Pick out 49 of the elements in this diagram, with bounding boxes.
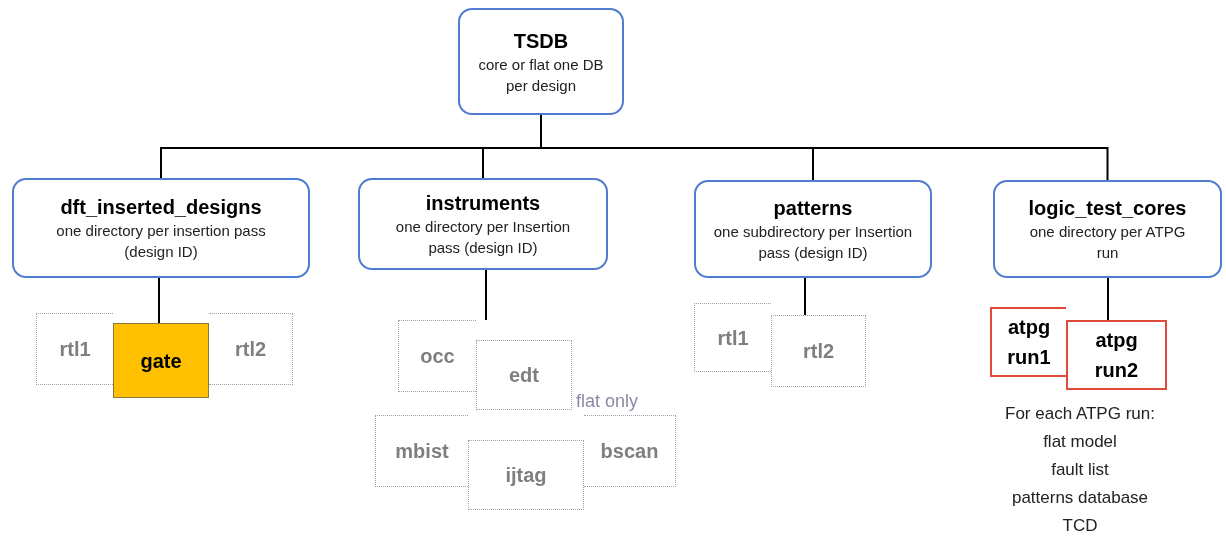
folder-description: core or flat one DB per design [477, 54, 605, 96]
folder-name: bscan [600, 439, 659, 464]
folder-box [993, 180, 1222, 278]
folder-description: one subdirectory per Insertion pass (design ID) [712, 222, 914, 263]
subfolder-box [990, 307, 1066, 377]
subfolder-box [36, 313, 113, 385]
subfolder-box [375, 415, 468, 487]
folder-name: TSDB [513, 28, 569, 54]
folder-name: rtl2 [802, 339, 835, 364]
folder-box [458, 8, 624, 115]
folder-name: patterns [773, 196, 853, 221]
subfolder-box [1066, 320, 1167, 390]
subfolder-box [694, 303, 771, 372]
folder-description: one directory per Insertion pass (design ID) [394, 217, 572, 258]
folder-name: rtl1 [59, 337, 91, 362]
subfolder-box [398, 320, 476, 392]
folder-name: atpg run1 [1006, 315, 1052, 370]
note-text: TCD [1062, 515, 1098, 537]
folder-name: rtl1 [717, 325, 749, 351]
folder-name: edt [509, 363, 539, 388]
folder-description: one directory per insertion pass (design ID) [55, 221, 267, 262]
folder-name: logic_test_cores [1028, 196, 1187, 221]
folder-box [694, 180, 932, 278]
subfolder-box [468, 440, 584, 510]
connector-line [1107, 277, 1109, 321]
connector-line [485, 269, 487, 321]
subfolder-box [476, 340, 572, 410]
folder-name: dft_inserted_designs [60, 195, 262, 220]
note-text: patterns database [1011, 487, 1149, 509]
folder-box [358, 178, 608, 270]
subfolder-box [113, 323, 209, 398]
note-text: fault list [1051, 459, 1109, 481]
folder-name: occ [420, 344, 455, 369]
folder-name: ijtag [505, 463, 547, 488]
note-text: flat only [576, 390, 639, 412]
note-text: flat model [1043, 431, 1117, 453]
subfolder-box [584, 415, 676, 487]
note-text: For each ATPG run: [1005, 403, 1155, 425]
folder-name: atpg run2 [1093, 328, 1140, 383]
folder-name: mbist [395, 439, 449, 464]
folder-name: gate [140, 348, 182, 374]
folder-name: rtl2 [234, 337, 267, 362]
folder-description: one directory per ATPG run [1028, 222, 1187, 263]
folder-box [12, 178, 310, 278]
connector-line [804, 277, 806, 316]
folder-name: instruments [425, 191, 541, 216]
subfolder-box [209, 313, 293, 385]
subfolder-box [771, 315, 866, 387]
connector-line [158, 277, 160, 324]
